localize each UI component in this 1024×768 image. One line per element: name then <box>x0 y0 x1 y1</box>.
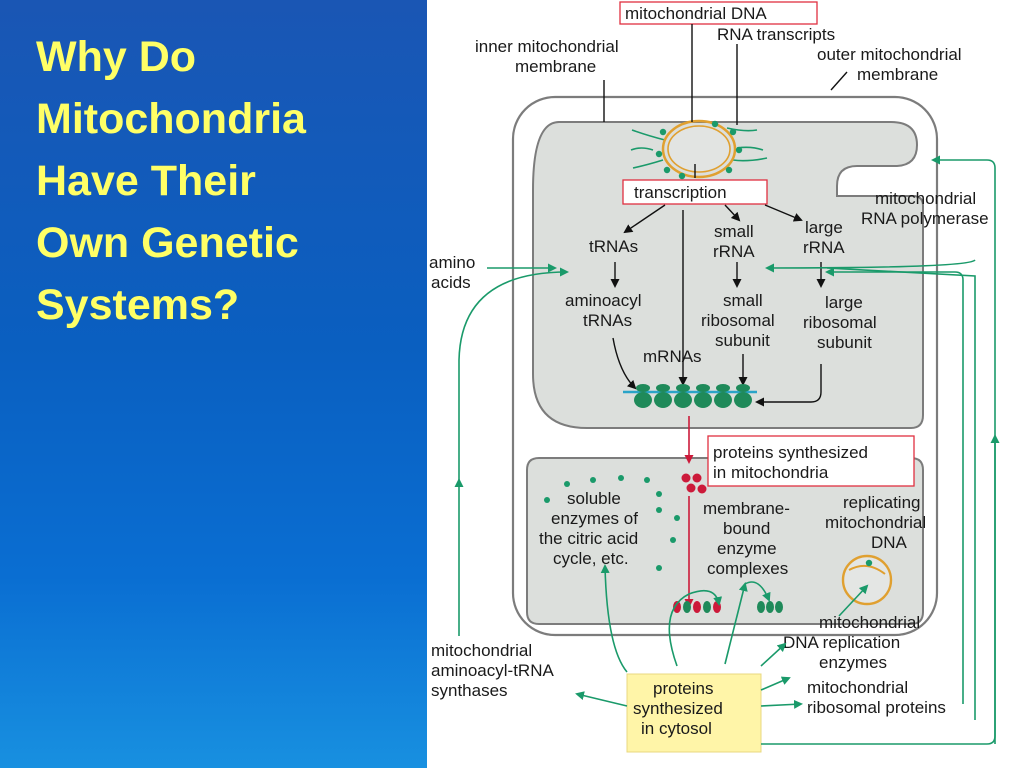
aminoacyl-trnas-label: aminoacyl tRNAs <box>565 291 646 330</box>
large-subunit-label: large ribosomal subunit <box>803 293 881 352</box>
small-subunit-label: small ribosomal subunit <box>701 291 779 350</box>
transcription-label: transcription <box>634 183 727 202</box>
outer-membrane-label: outer mitochondrial membrane <box>817 45 966 84</box>
rna-transcripts-label: RNA transcripts <box>717 25 835 44</box>
polysome-icon <box>623 384 757 408</box>
diagram-panel: mitochondrial DNA RNA transcripts inner … <box>427 0 1024 768</box>
amino-acids-label: amino acids <box>429 253 480 292</box>
title-line: Mitochondria <box>36 95 306 143</box>
transcription-label-box <box>622 179 768 205</box>
title-line: Have Their <box>36 157 256 205</box>
trnas-label: tRNAs <box>589 237 638 256</box>
slide-title: Why Do Mitochondria Have Their Own Genet… <box>36 26 416 336</box>
title-line: Why Do <box>36 33 197 81</box>
inner-membrane-bottom <box>526 457 924 625</box>
ribosomal-proteins-label: mitochondrial ribosomal proteins <box>807 678 946 717</box>
proteins-cytosol-box <box>626 673 762 753</box>
mrnas-label: mRNAs <box>643 347 702 366</box>
soluble-enzyme-dots <box>544 475 680 571</box>
mtdna-label: mitochondrial DNA <box>625 4 767 23</box>
replicating-dna-icon <box>841 554 893 606</box>
small-rrna-label: small rRNA <box>713 222 758 261</box>
mtdna-label-box <box>619 1 818 25</box>
mitochondrion-diagram: mitochondrial DNA RNA transcripts inner … <box>429 1 1000 753</box>
membrane-bound-label: membrane- bound enzyme complexes <box>703 499 795 578</box>
proteins-mito-label: proteins synthesized in mitochondria <box>713 443 873 482</box>
polymerase-label: mitochondrial RNA polymerase <box>861 189 989 228</box>
title-line: Own Genetic <box>36 219 299 267</box>
mitochondrial-dna-icon <box>630 119 768 180</box>
membrane-complex-icon <box>673 601 783 613</box>
inner-membrane-label: inner mitochondrial membrane <box>475 37 623 76</box>
replicating-dna-label: replicating mitochondrial DNA <box>825 493 931 552</box>
proteins-mito-label-box <box>707 435 915 487</box>
soluble-enzymes-label: soluble enzymes of the citric acid cycle… <box>539 489 643 568</box>
proteins-cytosol-label: proteins synthesized in cytosol <box>633 679 728 738</box>
mito-protein-icon <box>681 473 707 494</box>
title-line: Systems? <box>36 281 240 329</box>
aminoacyl-synthases-label: mitochondrial aminoacyl-tRNA synthases <box>431 641 558 700</box>
replication-enzymes-label: mitochondrial DNA replication enzymes <box>783 613 925 672</box>
large-rrna-label: large rRNA <box>803 218 848 257</box>
